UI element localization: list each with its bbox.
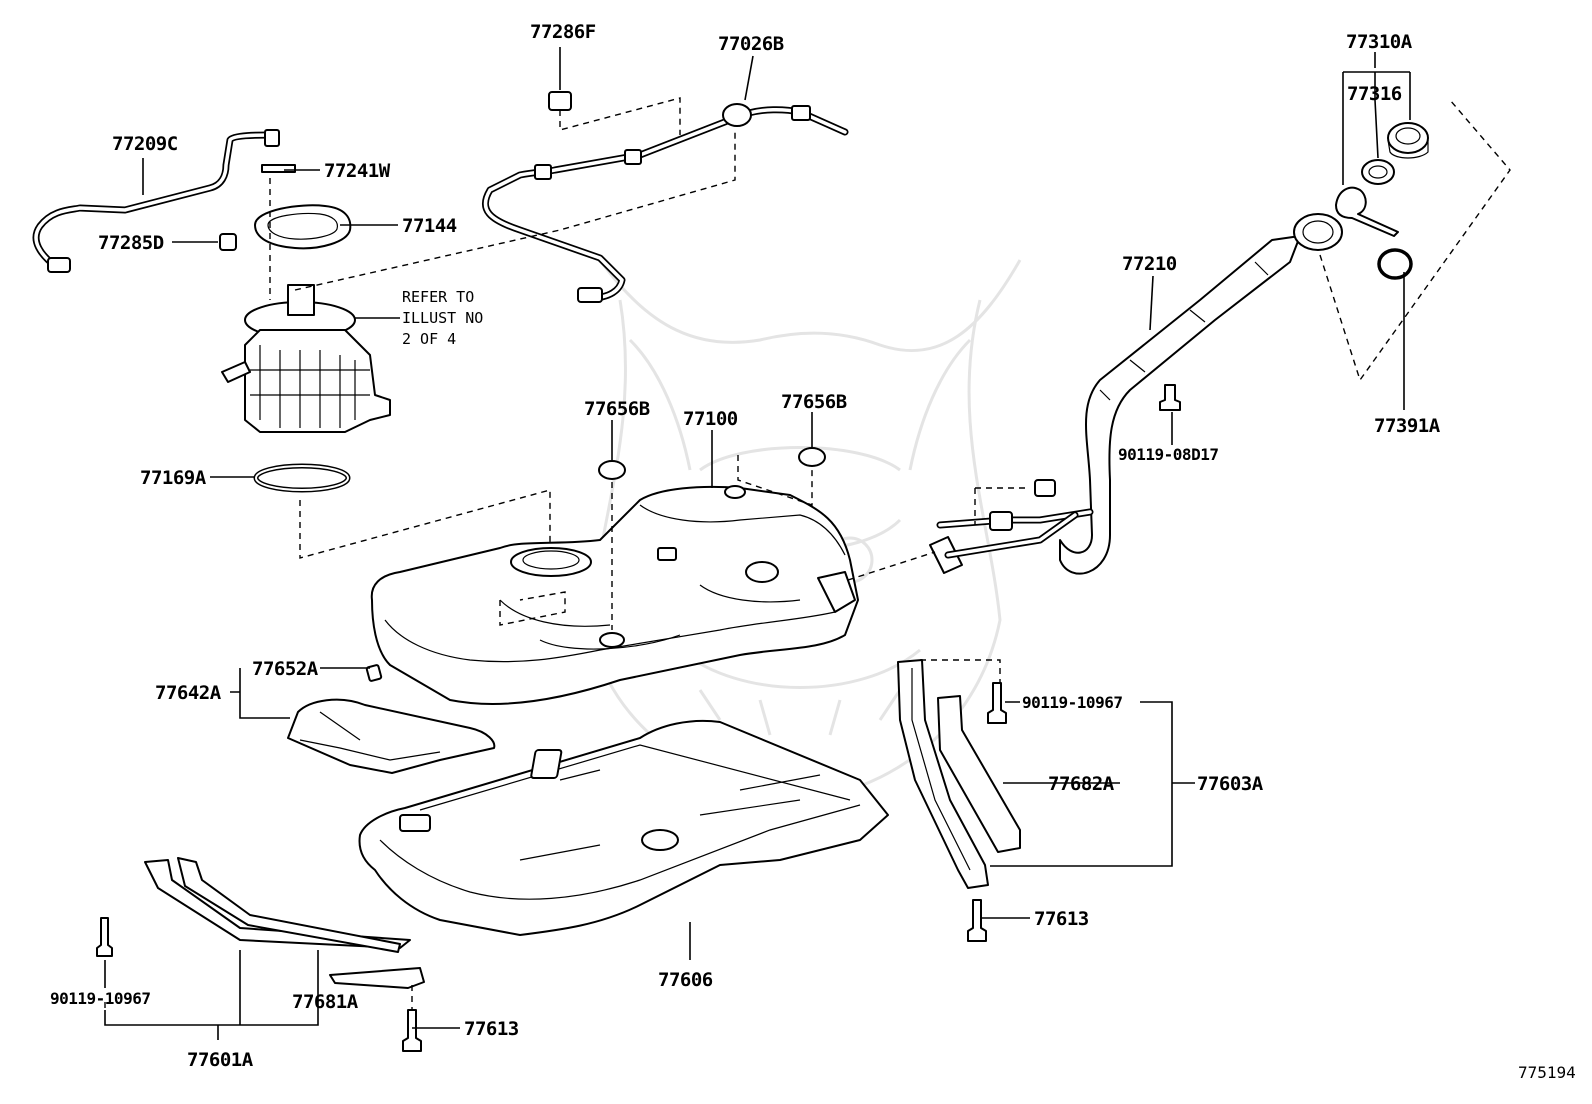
assembly-dashed-lines: [104, 97, 1511, 1010]
label-90119-10967-right: 90119-10967: [1022, 693, 1122, 712]
label-77210: 77210: [1122, 253, 1177, 275]
leader-lines: [104, 47, 1411, 1040]
label-77144: 77144: [402, 215, 457, 237]
clamp-77286F: [548, 91, 572, 111]
label-77642A: 77642A: [155, 682, 222, 704]
label-77613-left: 77613: [464, 1018, 519, 1040]
fuel-pump-tube-77209C: [32, 129, 280, 273]
protector-77642A: [287, 664, 496, 774]
label-77682A: 77682A: [1048, 773, 1115, 795]
bolt-90119-10967-right: [987, 682, 1007, 724]
label-77681A: 77681A: [292, 991, 359, 1013]
label-77603A: 77603A: [1197, 773, 1264, 795]
label-90119-08D17: 90119-08D17: [1118, 445, 1218, 464]
label-77241W: 77241W: [324, 160, 391, 182]
bolt-77613-left: [402, 1009, 422, 1052]
retainer-ring-77144: [254, 204, 352, 250]
bolt-77613-right: [967, 899, 987, 942]
label-77100: 77100: [683, 408, 738, 430]
label-77209C: 77209C: [112, 133, 178, 155]
band-77681A-left: [144, 857, 425, 989]
label-77613-right: 77613: [1034, 908, 1089, 930]
bolt-90119-08D17: [1159, 384, 1181, 411]
label-77285D: 77285D: [98, 232, 164, 254]
note-line-3: 2 OF 4: [402, 330, 456, 348]
fuel-pump-module: [221, 284, 391, 433]
label-77310A: 77310A: [1346, 31, 1413, 53]
label-77316: 77316: [1347, 83, 1402, 105]
bolt-90119-10967-left: [96, 917, 113, 957]
label-77652A: 77652A: [252, 658, 319, 680]
clip-77241W: [261, 164, 296, 173]
band-77682A-right: [897, 659, 1021, 889]
label-77026B: 77026B: [718, 33, 784, 55]
fuel-cap-77310A: [1335, 122, 1429, 237]
gasket-77391A: [1377, 248, 1413, 280]
label-77286F: 77286F: [530, 21, 596, 43]
label-77601A: 77601A: [187, 1049, 254, 1071]
vent-tube-77026B: [481, 103, 849, 303]
under-cover-77606: [358, 719, 889, 936]
grommet-77656B-left: [598, 460, 626, 480]
label-77656B-left: 77656B: [584, 398, 650, 420]
part-labels: 77286F 77026B 77310A 77316 77209C 77241W…: [50, 21, 1576, 1082]
note-line-1: REFER TO: [402, 288, 474, 306]
label-77656B-right: 77656B: [781, 391, 847, 413]
note-line-2: ILLUST NO: [402, 309, 483, 327]
fuel-tank-77100: [370, 485, 859, 705]
label-90119-10967-left: 90119-10967: [50, 989, 150, 1008]
label-77606: 77606: [658, 969, 713, 991]
filler-pipe-77210: [929, 213, 1343, 575]
clip-77285D: [219, 233, 237, 251]
grommet-77656B-right: [798, 447, 826, 467]
label-77169A: 77169A: [140, 467, 207, 489]
diagram-id: 775194: [1518, 1063, 1576, 1082]
gasket-77169A: [253, 463, 351, 493]
label-77391A: 77391A: [1374, 415, 1441, 437]
